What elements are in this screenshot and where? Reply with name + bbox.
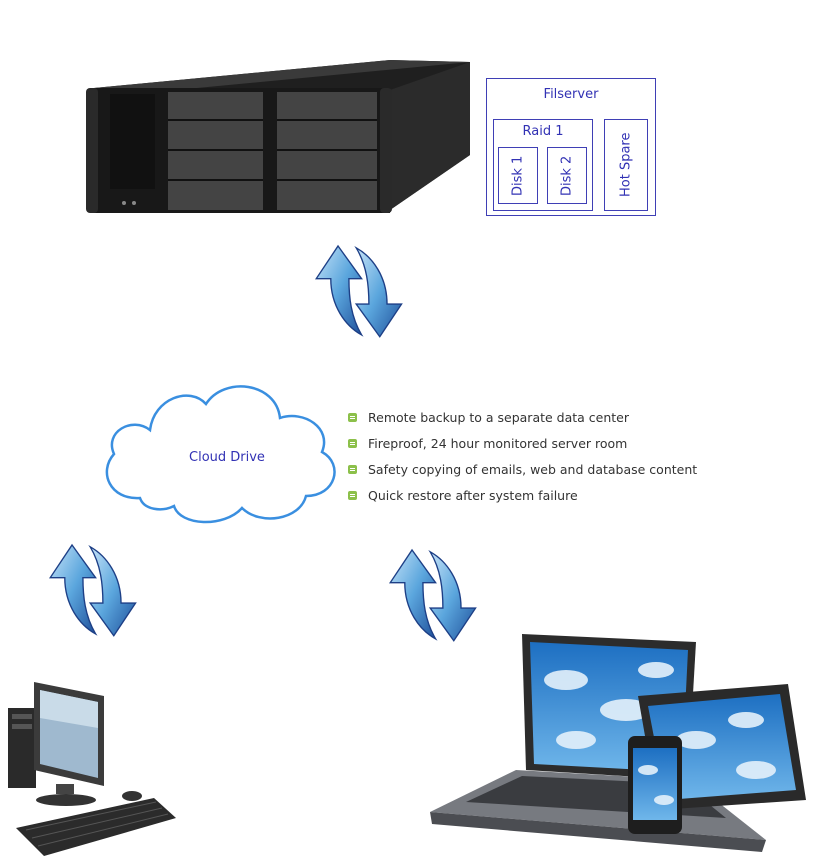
bullet-icon: [348, 464, 357, 474]
rack-server-image: [86, 60, 470, 213]
sync-arrows-icon: [315, 245, 403, 338]
cloud-shape: [105, 385, 336, 524]
bullet-icon: [348, 412, 357, 422]
disk-1: Disk 1: [498, 147, 538, 204]
raid-box: Raid 1: [493, 119, 593, 211]
filserver-title: Filserver: [543, 87, 599, 102]
bullet-icon: [348, 438, 357, 448]
feature-item: Quick restore after system failure: [348, 482, 697, 508]
laptop-tablet-phone-image: [430, 634, 806, 852]
filserver-box: Filserver: [486, 78, 656, 216]
bullet-icon: [348, 490, 357, 500]
feature-item: Safety copying of emails, web and databa…: [348, 456, 697, 482]
desktop-computer-image: [8, 682, 176, 856]
raid-label: Raid 1: [522, 124, 564, 139]
hot-spare: Hot Spare: [604, 119, 648, 211]
cloud-drive-label: Cloud Drive: [189, 450, 265, 465]
sync-arrows-icon: [49, 544, 137, 637]
feature-list: Remote backup to a separate data center …: [348, 404, 697, 508]
feature-item: Fireproof, 24 hour monitored server room: [348, 430, 697, 456]
feature-item: Remote backup to a separate data center: [348, 404, 697, 430]
disk-2: Disk 2: [547, 147, 587, 204]
